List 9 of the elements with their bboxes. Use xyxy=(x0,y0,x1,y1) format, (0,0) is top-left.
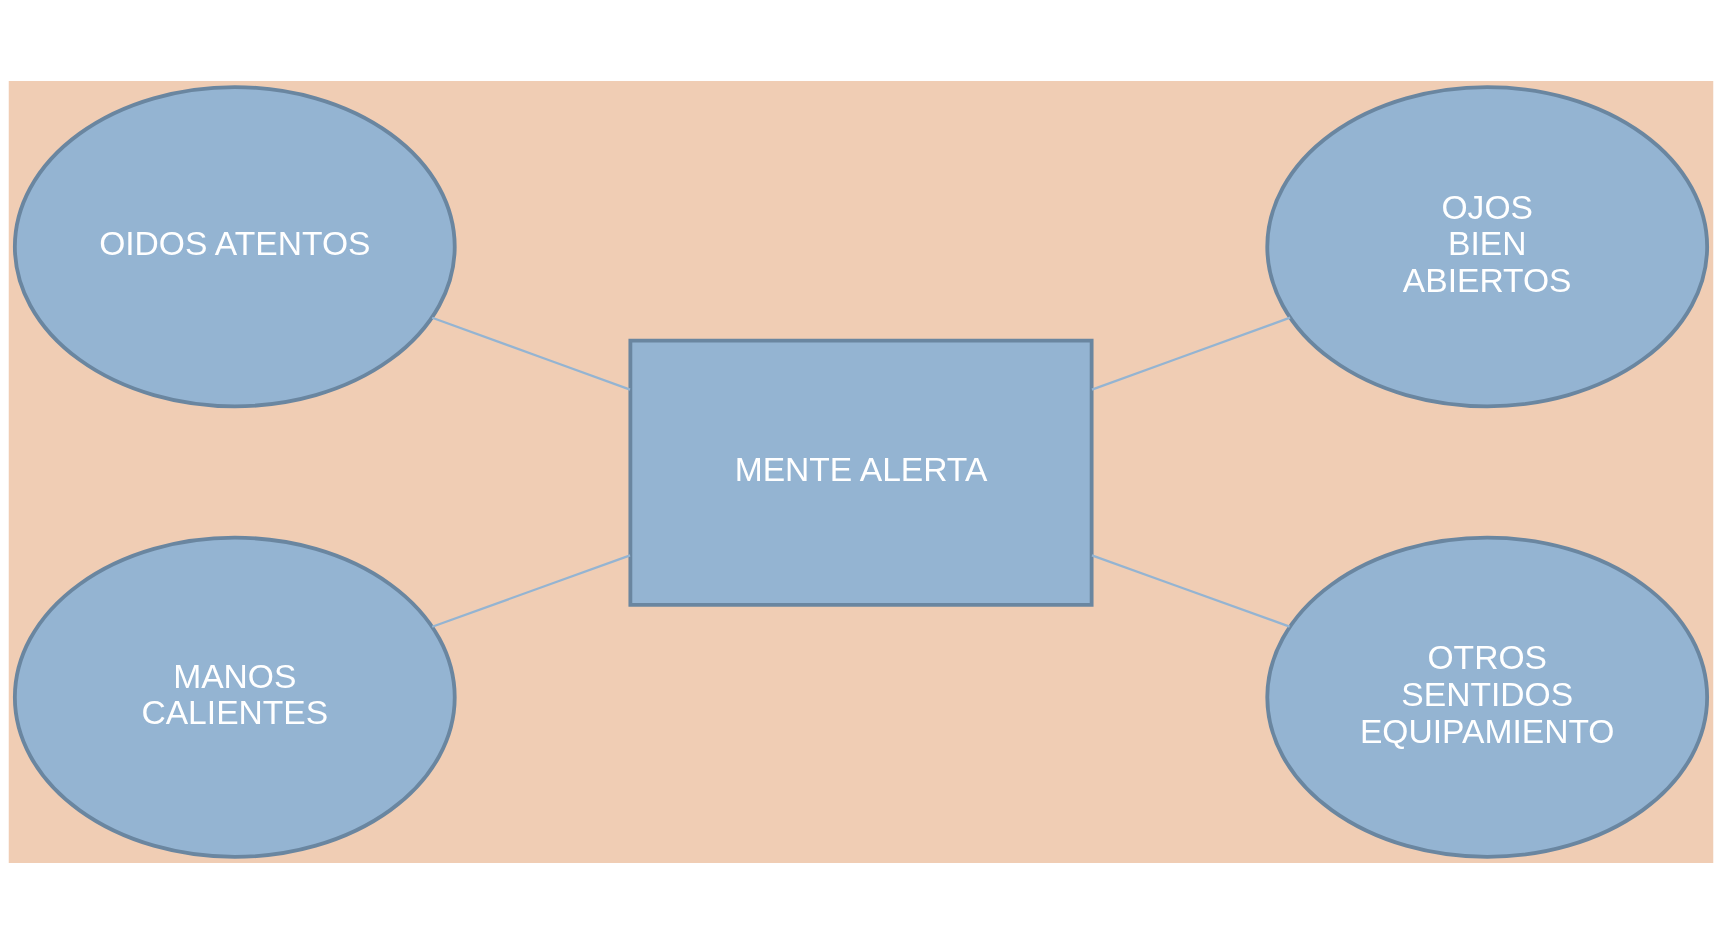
node-ellipse: OJOS BIEN ABIERTOS xyxy=(1265,85,1710,409)
node-ellipse: OIDOS ATENTOS xyxy=(12,85,457,409)
node-box: MENTE ALERTA xyxy=(628,338,1094,607)
connector xyxy=(431,316,631,391)
connector xyxy=(431,554,631,628)
node-ellipse: OTROS SENTIDOS EQUIPAMIENTO xyxy=(1265,535,1710,859)
node-ellipse: MANOS CALIENTES xyxy=(12,535,457,859)
connector xyxy=(1091,554,1290,628)
connector xyxy=(1091,316,1291,391)
